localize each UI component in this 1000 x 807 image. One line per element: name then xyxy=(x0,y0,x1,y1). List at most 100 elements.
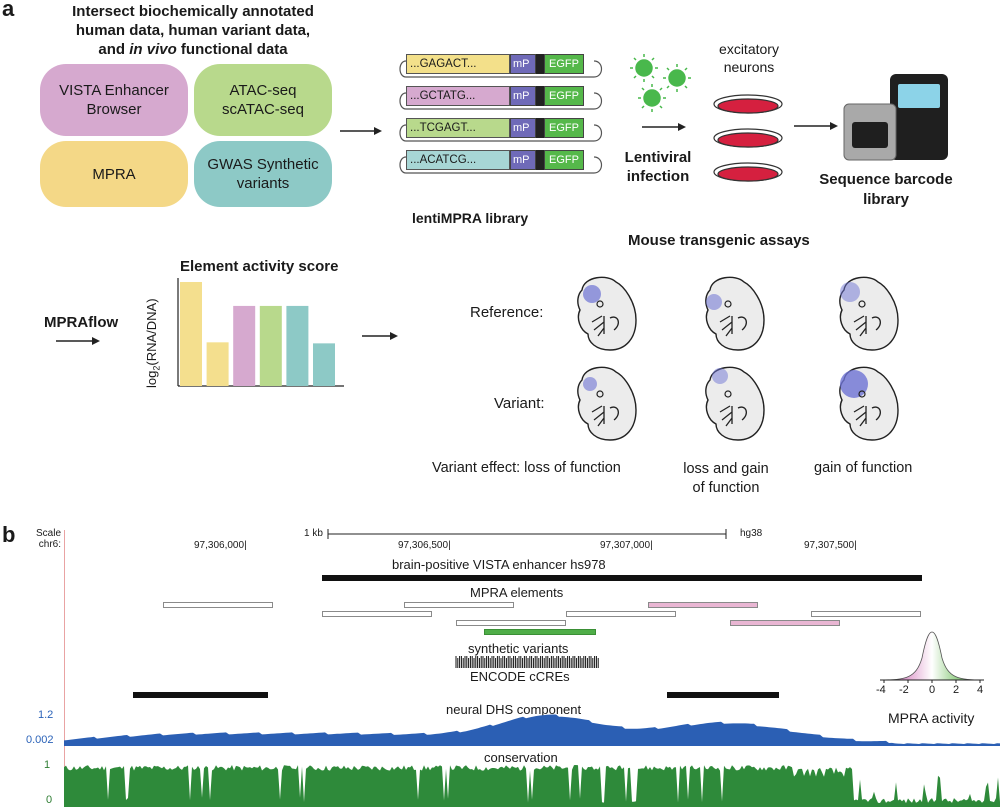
scale-label: Scale xyxy=(36,528,62,539)
library-label: lentiMPRA library xyxy=(412,210,529,226)
intro-line-2: human data, human variant data, xyxy=(75,22,311,39)
sequencer-icon xyxy=(843,74,948,161)
vista-enhancer-bar xyxy=(322,575,922,581)
position-tick-4-label: 97,307,500 xyxy=(804,540,855,551)
reference-label: Reference: xyxy=(470,304,544,321)
bar-variant xyxy=(313,343,335,386)
position-tick-2-label: 97,306,500 xyxy=(398,540,449,551)
plasmid-loops xyxy=(399,60,603,174)
conservation-label: conservation xyxy=(484,750,558,765)
neurons-label: excitatory neurons xyxy=(694,40,804,76)
neurons-line-1: excitatory xyxy=(719,41,779,57)
intro-line-3-post: functional data xyxy=(176,41,288,58)
effect-label: Variant effect: loss of function xyxy=(432,460,621,476)
construct-1-egfp: EGFP xyxy=(544,54,584,74)
effect-mid-line-1: loss and gain xyxy=(683,461,769,477)
arrow-to-library xyxy=(340,127,382,135)
mpra-element xyxy=(404,602,514,608)
infection-line-1: Lentiviral xyxy=(624,149,692,166)
virus-icon xyxy=(630,54,691,112)
construct-2-egfp: EGFP xyxy=(544,86,584,106)
scale-bar xyxy=(327,529,727,539)
construct-3-egfp: EGFP xyxy=(544,118,584,138)
chr-label: chr6: xyxy=(38,539,62,550)
legend-tick-5: 4 xyxy=(977,684,984,696)
legend-tick-1: -4 xyxy=(876,684,886,696)
mpraflow-label: MPRAflow xyxy=(44,314,119,331)
intro-text: Intersect biochemically annotated human … xyxy=(28,2,358,59)
source-gwas: GWAS Synthetic variants xyxy=(194,141,332,207)
barcode-line-1: Sequence barcode xyxy=(819,171,953,188)
position-tick-3-label: 97,307,000 xyxy=(600,540,651,551)
dhs-signal-track xyxy=(64,714,1000,746)
arrow-to-sequencer xyxy=(794,122,838,130)
arrow-infection xyxy=(642,123,686,131)
arrow-to-transgenic xyxy=(362,332,398,340)
effect-mid: loss and gain of function xyxy=(676,460,776,498)
barcode-line-2: library xyxy=(863,191,909,208)
construct-4-egfp: EGFP xyxy=(544,150,584,170)
mpra-element xyxy=(811,611,921,617)
scale-labels: Scale chr6: xyxy=(36,528,61,550)
legend-title: MPRA activity xyxy=(888,710,975,726)
construct-3-barcode xyxy=(536,118,544,138)
position-tick-2: 97,306,500| xyxy=(398,540,451,551)
construct-list: ...GAGACT... mP EGFP ...GCTATG... mP EGF… xyxy=(398,54,608,204)
panel-b-letter: b xyxy=(2,522,16,547)
bar-vista xyxy=(233,305,256,386)
intro-line-1: Intersect biochemically annotated xyxy=(72,3,314,20)
construct-1-seq: ...GAGACT... xyxy=(406,54,510,74)
legend-tick-3: 0 xyxy=(929,684,936,696)
source-gwas-label: GWAS Synthetic variants xyxy=(207,156,319,192)
chart-ylabel: log2(RNA/DNA) xyxy=(144,298,162,388)
infection-line-2: infection xyxy=(626,168,690,185)
source-mpra: MPRA xyxy=(40,141,188,207)
source-atac-label: ATAC-seq scATAC-seq xyxy=(222,82,304,118)
construct-2-barcode xyxy=(536,86,544,106)
bar-positive-control xyxy=(180,282,202,386)
track-left-border xyxy=(64,530,65,807)
position-tick-1-label: 97,306,000 xyxy=(194,540,245,551)
source-mpra-label: MPRA xyxy=(92,165,136,183)
mpra-activity-legend xyxy=(879,631,985,683)
legend-tick-2: -2 xyxy=(899,684,909,696)
synthetic-label: synthetic variants xyxy=(468,641,569,656)
position-tick-3: 97,307,000| xyxy=(600,540,653,551)
mouse-embryo-icon xyxy=(839,276,899,351)
source-vista: VISTA Enhancer Browser xyxy=(40,64,188,136)
variant-label: Variant: xyxy=(494,395,545,412)
mpra-element xyxy=(163,602,273,608)
ylabel-post: (RNA/DNA) xyxy=(144,298,159,366)
genome-label: hg38 xyxy=(740,528,763,539)
construct-4-seq: ...ACATCG... xyxy=(406,150,510,170)
mpra-element xyxy=(730,620,840,626)
barcode-label: Sequence barcode library xyxy=(806,170,966,210)
mpra-element xyxy=(648,602,758,608)
source-vista-label: VISTA Enhancer Browser xyxy=(59,82,169,118)
effect-right: gain of function xyxy=(814,460,913,476)
construct-3-seq: ...TCGAGT... xyxy=(406,118,510,138)
encode-label: ENCODE cCREs xyxy=(470,669,570,684)
intro-line-3-pre: and xyxy=(98,41,130,58)
encode-ccre-2 xyxy=(667,692,779,698)
infection-label: Lentiviral infection xyxy=(618,148,698,186)
mouse-embryo-icon xyxy=(839,366,899,441)
bar-atac-seq xyxy=(259,305,282,386)
position-tick-4: 97,307,500| xyxy=(804,540,857,551)
dhs-min: 0.002 xyxy=(26,734,54,746)
legend-tick-4: 2 xyxy=(953,684,960,696)
encode-ccre-1 xyxy=(133,692,268,698)
cons-max: 1 xyxy=(44,759,51,771)
chart-title: Element activity score xyxy=(180,258,339,275)
panel-a-letter: a xyxy=(2,0,15,21)
conservation-track xyxy=(64,765,1000,807)
dhs-label: neural DHS component xyxy=(446,702,582,717)
bar-reference xyxy=(286,305,309,386)
ylabel-sub: 2 xyxy=(151,365,162,371)
mouse-embryo-icon xyxy=(705,366,765,441)
cons-min: 0 xyxy=(46,794,53,806)
mouse-embryo-icon xyxy=(577,366,637,441)
kb-label: 1 kb xyxy=(304,528,323,539)
construct-2-mp: mP xyxy=(510,86,536,106)
culture-dishes-icon xyxy=(713,94,783,182)
